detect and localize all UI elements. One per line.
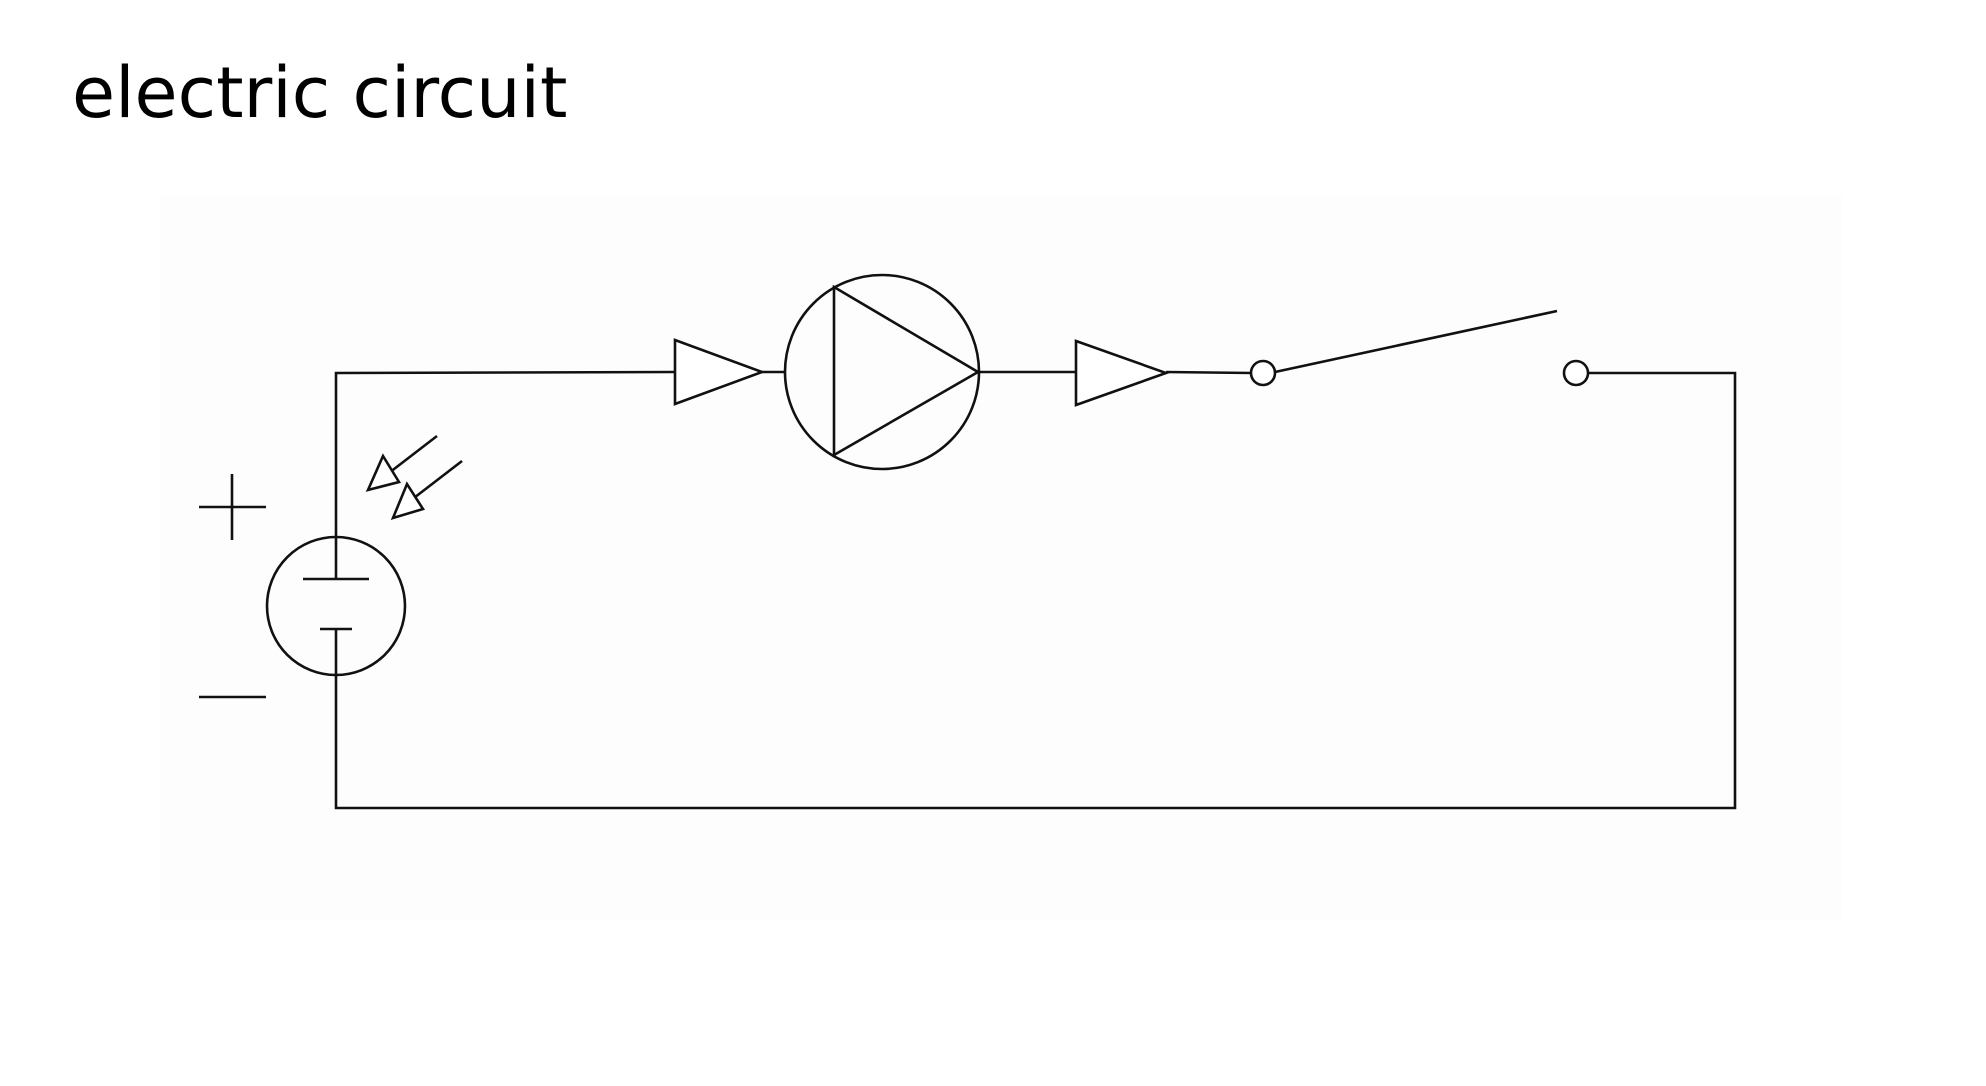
light-arrows-icon	[365, 434, 463, 521]
pump-icon	[783, 273, 981, 471]
positive-terminal-sign	[199, 474, 266, 540]
triangle-arrow-icon	[673, 338, 766, 406]
wire-amp2-switch	[1165, 370, 1253, 375]
photovoltaic-cell-icon	[265, 434, 463, 677]
page-title: electric circuit	[72, 52, 568, 134]
wire-left-top	[334, 370, 676, 538]
wire-right-bottom	[334, 371, 1737, 810]
open-switch-icon	[1249, 309, 1590, 387]
wires	[334, 370, 1737, 810]
diagram-panel	[160, 195, 1842, 920]
triangle-arrow-icon	[1074, 339, 1170, 407]
